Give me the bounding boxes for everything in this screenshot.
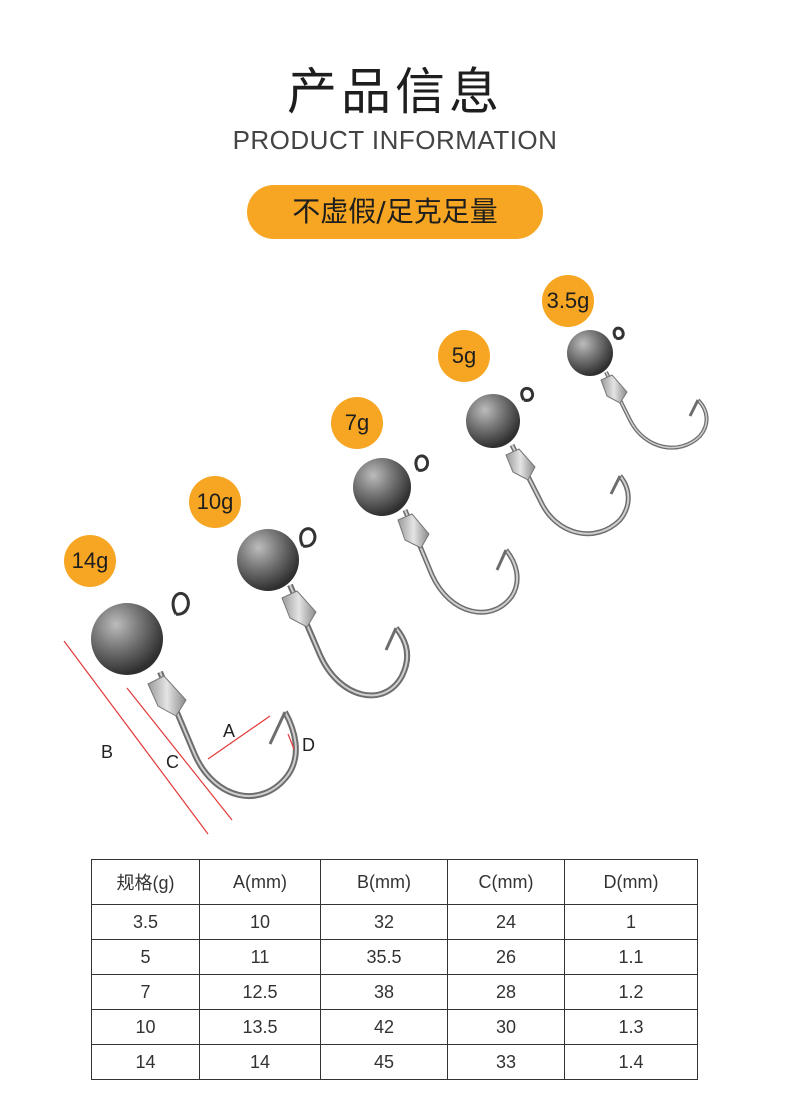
dimension-line-a [207,715,271,760]
dimension-label-b: B [101,742,114,762]
table-cell: 1.3 [564,1009,698,1045]
table-cell: 14 [199,1044,321,1080]
weight-badge-10g: 10g [189,476,241,528]
dimension-label-d: D [302,735,315,755]
table-cell: 30 [447,1009,565,1045]
table-cell: 7 [91,974,200,1010]
dimension-label-c: C [166,752,179,772]
table-cell: 35.5 [320,939,448,975]
spec-table: 规格(g) A(mm) B(mm) C(mm) D(mm) 3.5 10 32 … [91,859,698,1080]
table-header-cell: B(mm) [320,859,448,905]
table-row: 7 12.5 38 28 1.2 [91,974,698,1010]
dimension-label-a: A [223,721,236,741]
table-row: 10 13.5 42 30 1.3 [91,1009,698,1045]
table-row: 5 11 35.5 26 1.1 [91,939,698,975]
table-cell: 3.5 [91,904,200,940]
table-cell: 1 [564,904,698,940]
measurement-lines [63,640,295,835]
table-cell: 45 [320,1044,448,1080]
table-cell: 10 [91,1009,200,1045]
page-title: 产品信息 [287,63,503,121]
dimension-line-c [126,687,233,821]
weight-badge-7g: 7g [331,397,383,449]
table-cell: 1.2 [564,974,698,1010]
jig-hook-10g [237,527,411,699]
tagline-badge: 不虚假/足克足量 [247,185,543,239]
jig-hook-14g [91,591,299,800]
table-cell: 32 [320,904,448,940]
jig-hooks-illustration [63,326,709,835]
table-cell: 11 [199,939,321,975]
table-cell: 42 [320,1009,448,1045]
table-cell: 38 [320,974,448,1010]
dimension-line-d [287,733,295,750]
weight-badge-5g: 5g [438,330,490,382]
table-cell: 14 [91,1044,200,1080]
jig-hook-7g [353,454,520,615]
table-cell: 13.5 [199,1009,321,1045]
table-cell: 1.1 [564,939,698,975]
table-cell: 28 [447,974,565,1010]
weight-badge-3-5g: 3.5g [542,275,594,327]
weight-badge-14g: 14g [64,535,116,587]
dimension-line-b [63,640,209,835]
jig-hook-3-5g [567,326,709,450]
table-cell: 12.5 [199,974,321,1010]
jig-hook-5g [466,386,631,537]
table-row: 3.5 10 32 24 1 [91,904,698,940]
table-header-cell: C(mm) [447,859,565,905]
table-header-cell: A(mm) [199,859,321,905]
table-cell: 24 [447,904,565,940]
table-cell: 33 [447,1044,565,1080]
table-cell: 5 [91,939,200,975]
table-header-row: 规格(g) A(mm) B(mm) C(mm) D(mm) [91,859,698,905]
table-cell: 10 [199,904,321,940]
page-subtitle: PRODUCT INFORMATION [232,125,558,155]
table-header-cell: D(mm) [564,859,698,905]
table-row: 14 14 45 33 1.4 [91,1044,698,1080]
table-header-cell: 规格(g) [91,859,200,905]
table-cell: 26 [447,939,565,975]
table-cell: 1.4 [564,1044,698,1080]
